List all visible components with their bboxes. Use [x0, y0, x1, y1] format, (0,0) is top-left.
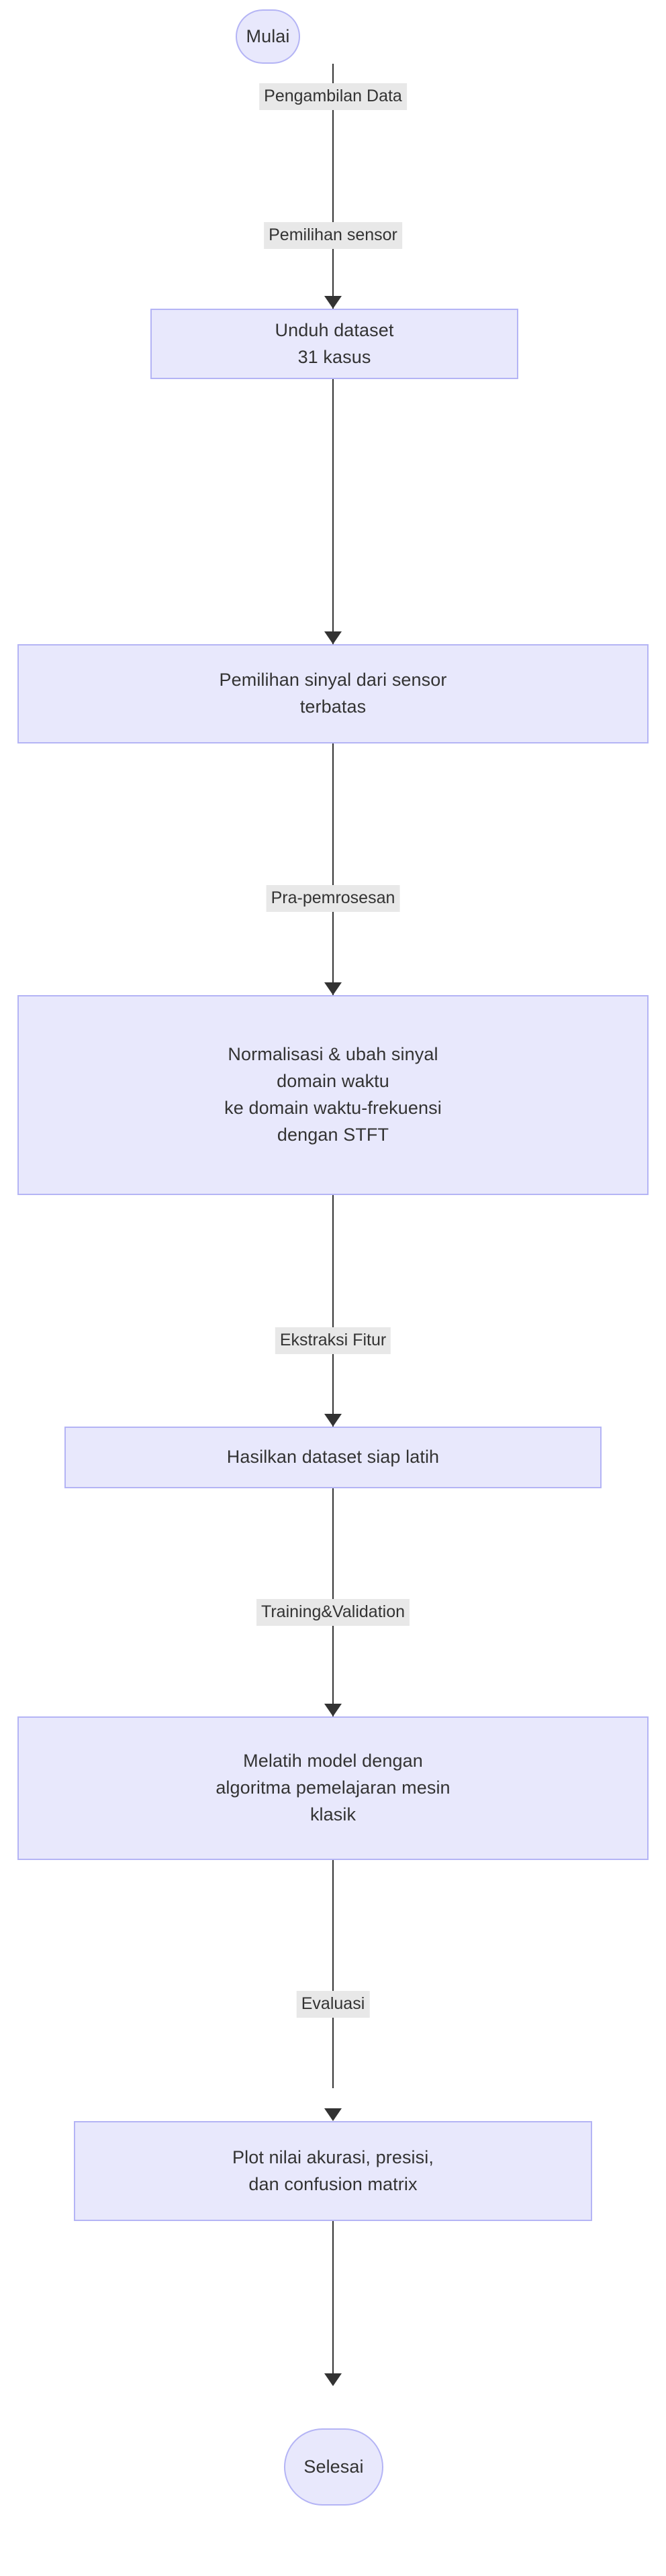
- edge-label-pemilihan-sensor: Pemilihan sensor: [264, 222, 402, 249]
- edge-melatih-plot-line: [332, 1860, 334, 2088]
- edge-melatih-plot-arrow: [324, 2108, 342, 2121]
- edge-pemilihan-normalisasi-arrow: [324, 982, 342, 995]
- node-normalisasi-stft[interactable]: Normalisasi & ubah sinyal domain waktu k…: [17, 995, 649, 1195]
- edge-mulai-unduh-arrow: [324, 296, 342, 309]
- edge-plot-selesai-line: [332, 2221, 334, 2379]
- node-mulai-label: Mulai: [246, 25, 290, 46]
- node-melatih-model-label: Melatih model dengan algoritma pemelajar…: [216, 1751, 450, 1824]
- node-plot-nilai-label: Plot nilai akurasi, presisi, dan confusi…: [232, 2147, 434, 2194]
- edge-label-pengambilan-data: Pengambilan Data: [259, 83, 407, 110]
- node-normalisasi-stft-label: Normalisasi & ubah sinyal domain waktu k…: [224, 1044, 442, 1145]
- edge-normalisasi-hasilkan-line: [332, 1195, 334, 1427]
- node-selesai-label: Selesai: [303, 2456, 364, 2477]
- edge-label-evaluasi: Evaluasi: [296, 1991, 370, 2018]
- node-hasilkan-dataset[interactable]: Hasilkan dataset siap latih: [64, 1427, 602, 1488]
- node-unduh-dataset[interactable]: Unduh dataset 31 kasus: [150, 309, 518, 379]
- node-mulai[interactable]: Mulai: [236, 9, 300, 64]
- node-pemilihan-sinyal[interactable]: Pemilihan sinyal dari sensor terbatas: [17, 644, 649, 743]
- edge-unduh-pemilihan-line: [332, 379, 334, 644]
- node-unduh-dataset-label: Unduh dataset 31 kasus: [275, 319, 394, 367]
- edge-unduh-pemilihan-arrow: [324, 631, 342, 644]
- edge-label-training-validation: Training&Validation: [256, 1599, 410, 1626]
- edge-hasilkan-melatih-arrow: [324, 1704, 342, 1716]
- edge-label-pra-pemrosesan: Pra-pemrosesan: [266, 885, 400, 912]
- edge-mulai-unduh-line: [332, 64, 334, 309]
- edge-normalisasi-hasilkan-arrow: [324, 1414, 342, 1427]
- node-pemilihan-sinyal-label: Pemilihan sinyal dari sensor terbatas: [219, 670, 447, 717]
- node-selesai[interactable]: Selesai: [284, 2428, 383, 2506]
- node-plot-nilai[interactable]: Plot nilai akurasi, presisi, dan confusi…: [74, 2121, 592, 2221]
- edge-pemilihan-normalisasi-line: [332, 743, 334, 995]
- node-melatih-model[interactable]: Melatih model dengan algoritma pemelajar…: [17, 1716, 649, 1860]
- edge-plot-selesai-arrow: [324, 2373, 342, 2386]
- edge-label-ekstraksi-fitur: Ekstraksi Fitur: [275, 1327, 391, 1354]
- node-hasilkan-dataset-label: Hasilkan dataset siap latih: [226, 1447, 440, 1467]
